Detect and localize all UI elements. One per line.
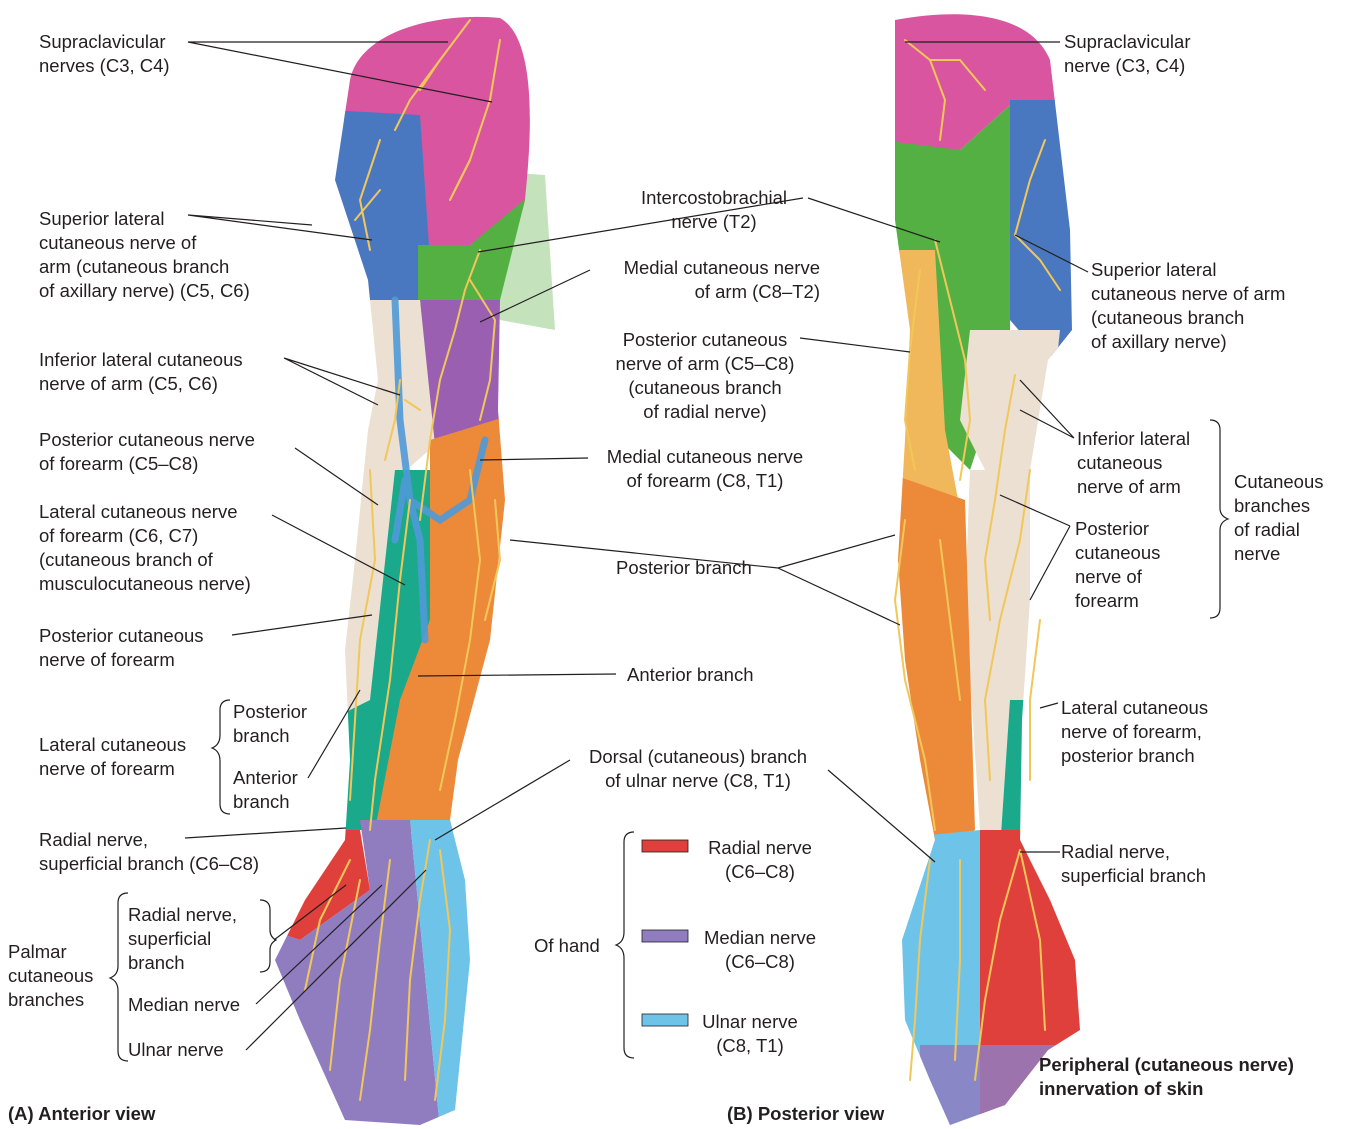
legend-group-label: Of hand — [534, 934, 600, 958]
label-inferior-lateral-anterior: Inferior lateral cutaneous nerve of arm … — [39, 348, 243, 396]
label-medial-cut-arm: Medial cutaneous nerve of arm (C8–T2) — [560, 256, 820, 304]
legend-swatch-median — [642, 930, 688, 942]
label-inferior-lateral-posterior: Inferior lateral cutaneous nerve of arm — [1077, 427, 1190, 499]
label-posterior-branch: Posterior branch — [616, 556, 752, 580]
label-lateral-cut-forearm-1: Lateral cutaneous nerve of forearm (C6, … — [39, 500, 251, 596]
view-label-posterior: (B) Posterior view — [727, 1102, 884, 1126]
legend-label-radial: Radial nerve (C6–C8) — [690, 836, 830, 884]
label-superior-lateral-posterior: Superior lateral cutaneous nerve of arm … — [1091, 258, 1285, 354]
label-lateral-cut-forearm-posterior: Lateral cutaneous nerve of forearm, post… — [1061, 696, 1208, 768]
legend-swatches — [642, 840, 688, 1026]
superior-lateral-area — [330, 110, 430, 300]
label-intercostobrachial: Intercostobrachial nerve (T2) — [598, 186, 830, 234]
legend-label-median: Median nerve (C6–C8) — [690, 926, 830, 974]
label-posterior-cut-forearm-2: Posterior cutaneous nerve of forearm — [39, 624, 204, 672]
label-posterior-cut-arm: Posterior cutaneous nerve of arm (C5–C8)… — [588, 328, 822, 424]
label-supraclavicular-anterior: Supraclavicular nerves (C3, C4) — [39, 30, 170, 78]
label-posterior-cut-forearm-1: Posterior cutaneous nerve of forearm (C5… — [39, 428, 255, 476]
anterior-arm — [270, 0, 560, 1129]
legend-label-ulnar: Ulnar nerve (C8, T1) — [690, 1010, 810, 1058]
label-dorsal-ulnar: Dorsal (cutaneous) branch of ulnar nerve… — [570, 745, 826, 793]
label-palmar-median: Median nerve — [128, 993, 240, 1017]
label-lateral-cut-forearm-2: Lateral cutaneous nerve of forearm — [39, 733, 186, 781]
label-palmar-group: Palmar cutaneous branches — [8, 940, 93, 1012]
label-palmar-radial: Radial nerve, superficial branch — [128, 903, 237, 975]
label-palmar-ulnar: Ulnar nerve — [128, 1038, 224, 1062]
superior-lateral-area-b — [1010, 100, 1090, 360]
label-medial-cut-forearm: Medial cutaneous nerve of forearm (C8, T… — [580, 445, 830, 493]
posterior-branch-area-b — [880, 470, 975, 850]
label-posterior-branch-small: Posterior branch — [233, 700, 307, 748]
legend-swatch-radial — [642, 840, 688, 852]
label-radial-superficial-anterior: Radial nerve, superficial branch (C6–C8) — [39, 828, 259, 876]
label-supraclavicular-posterior: Supraclavicular nerve (C3, C4) — [1064, 30, 1190, 78]
caption: Peripheral (cutaneous nerve) innervation… — [1039, 1053, 1294, 1101]
posterior-arm — [880, 0, 1090, 1129]
view-label-anterior: (A) Anterior view — [8, 1102, 155, 1126]
label-anterior-branch: Anterior branch — [627, 663, 753, 687]
label-posterior-cut-forearm-posterior: Posterior cutaneous nerve of forearm — [1075, 517, 1160, 613]
legend-swatch-ulnar — [642, 1014, 688, 1026]
label-radial-group: Cutaneous branches of radial nerve — [1234, 470, 1323, 566]
label-superior-lateral-anterior: Superior lateral cutaneous nerve of arm … — [39, 207, 250, 303]
inferior-lateral-area — [345, 300, 435, 480]
label-radial-superficial-posterior: Radial nerve, superficial branch — [1061, 840, 1206, 888]
label-anterior-branch-small: Anterior branch — [233, 766, 298, 814]
